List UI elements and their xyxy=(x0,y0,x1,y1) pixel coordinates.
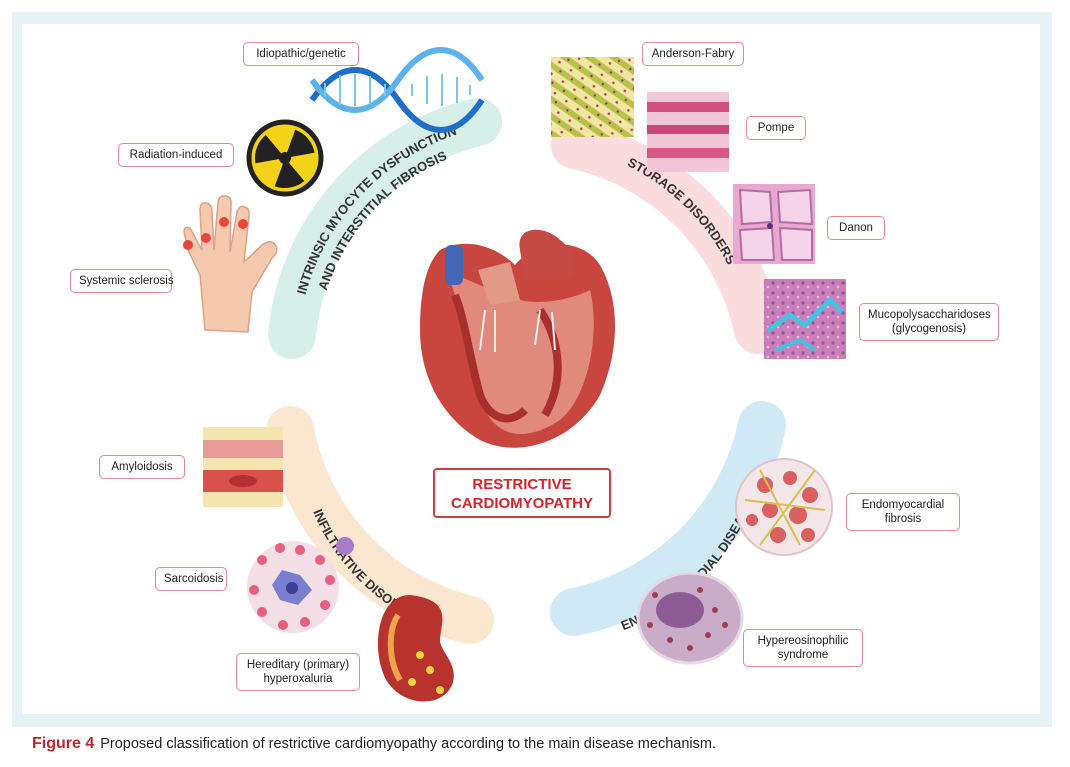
figure-number: Figure 4 xyxy=(32,735,95,752)
label-hyperoxaluria-line1: Hereditary (primary) xyxy=(246,659,350,671)
center-title: RESTRICTIVE CARDIOMYOPATHY xyxy=(433,468,611,518)
caption-text: Proposed classification of restrictive c… xyxy=(100,736,716,752)
center-title-line2: CARDIOMYOPATHY xyxy=(451,495,593,512)
label-hyperoxaluria-line2: hyperoxaluria xyxy=(263,673,333,685)
danon-histology-image xyxy=(733,184,815,264)
label-endofib-line1: Endomyocardial xyxy=(861,499,945,511)
label-amyloidosis: Amyloidosis xyxy=(99,455,185,479)
pompe-histology-image xyxy=(647,92,729,172)
arc-storage xyxy=(551,121,782,354)
label-anderson-fabry: Anderson-Fabry xyxy=(642,42,744,66)
label-systemic-sclerosis: Systemic sclerosis xyxy=(70,269,174,293)
label-sarcoidosis: Sarcoidosis xyxy=(155,567,227,591)
center-title-line1: RESTRICTIVE xyxy=(472,476,572,493)
label-mps-line1: Mucopolysaccharidoses xyxy=(868,309,991,321)
label-hyperoxaluria: Hereditary (primary) hyperoxaluria xyxy=(236,653,360,691)
label-hypereo-line1: Hypereosinophilic xyxy=(757,635,849,647)
endomyocardial-fibrosis-image xyxy=(735,458,833,556)
amyloidosis-image xyxy=(203,427,283,507)
sarcoidosis-image xyxy=(247,537,354,633)
radiation-icon xyxy=(246,119,324,197)
hypereosinophilic-image xyxy=(636,571,744,665)
heart-image xyxy=(420,229,615,448)
label-pompe: Pompe xyxy=(746,116,806,140)
kidney-image xyxy=(377,595,454,702)
arc-intrinsic xyxy=(268,98,502,359)
label-endomyocardial-fibrosis: Endomyocardial fibrosis xyxy=(846,493,960,531)
label-danon: Danon xyxy=(827,216,885,240)
hand-icon xyxy=(183,195,278,333)
arc-endomyocardial xyxy=(550,401,786,636)
dna-helix-icon xyxy=(309,47,485,133)
label-endofib-line2: fibrosis xyxy=(884,513,922,525)
label-mps-line2: (glycogenosis) xyxy=(891,323,967,335)
label-hypereosinophilic-syndrome: Hypereosinophilic syndrome xyxy=(743,629,863,667)
label-mucopolysaccharidoses: Mucopolysaccharidoses (glycogenosis) xyxy=(859,303,999,341)
mps-histology-image xyxy=(764,279,846,359)
label-idiopathic-genetic: Idiopathic/genetic xyxy=(243,42,359,66)
label-hypereo-line2: syndrome xyxy=(777,649,829,661)
fabry-histology-image xyxy=(551,57,634,137)
label-radiation-induced: Radiation-induced xyxy=(118,143,234,167)
figure-caption: Figure 4 Proposed classification of restr… xyxy=(32,735,716,753)
